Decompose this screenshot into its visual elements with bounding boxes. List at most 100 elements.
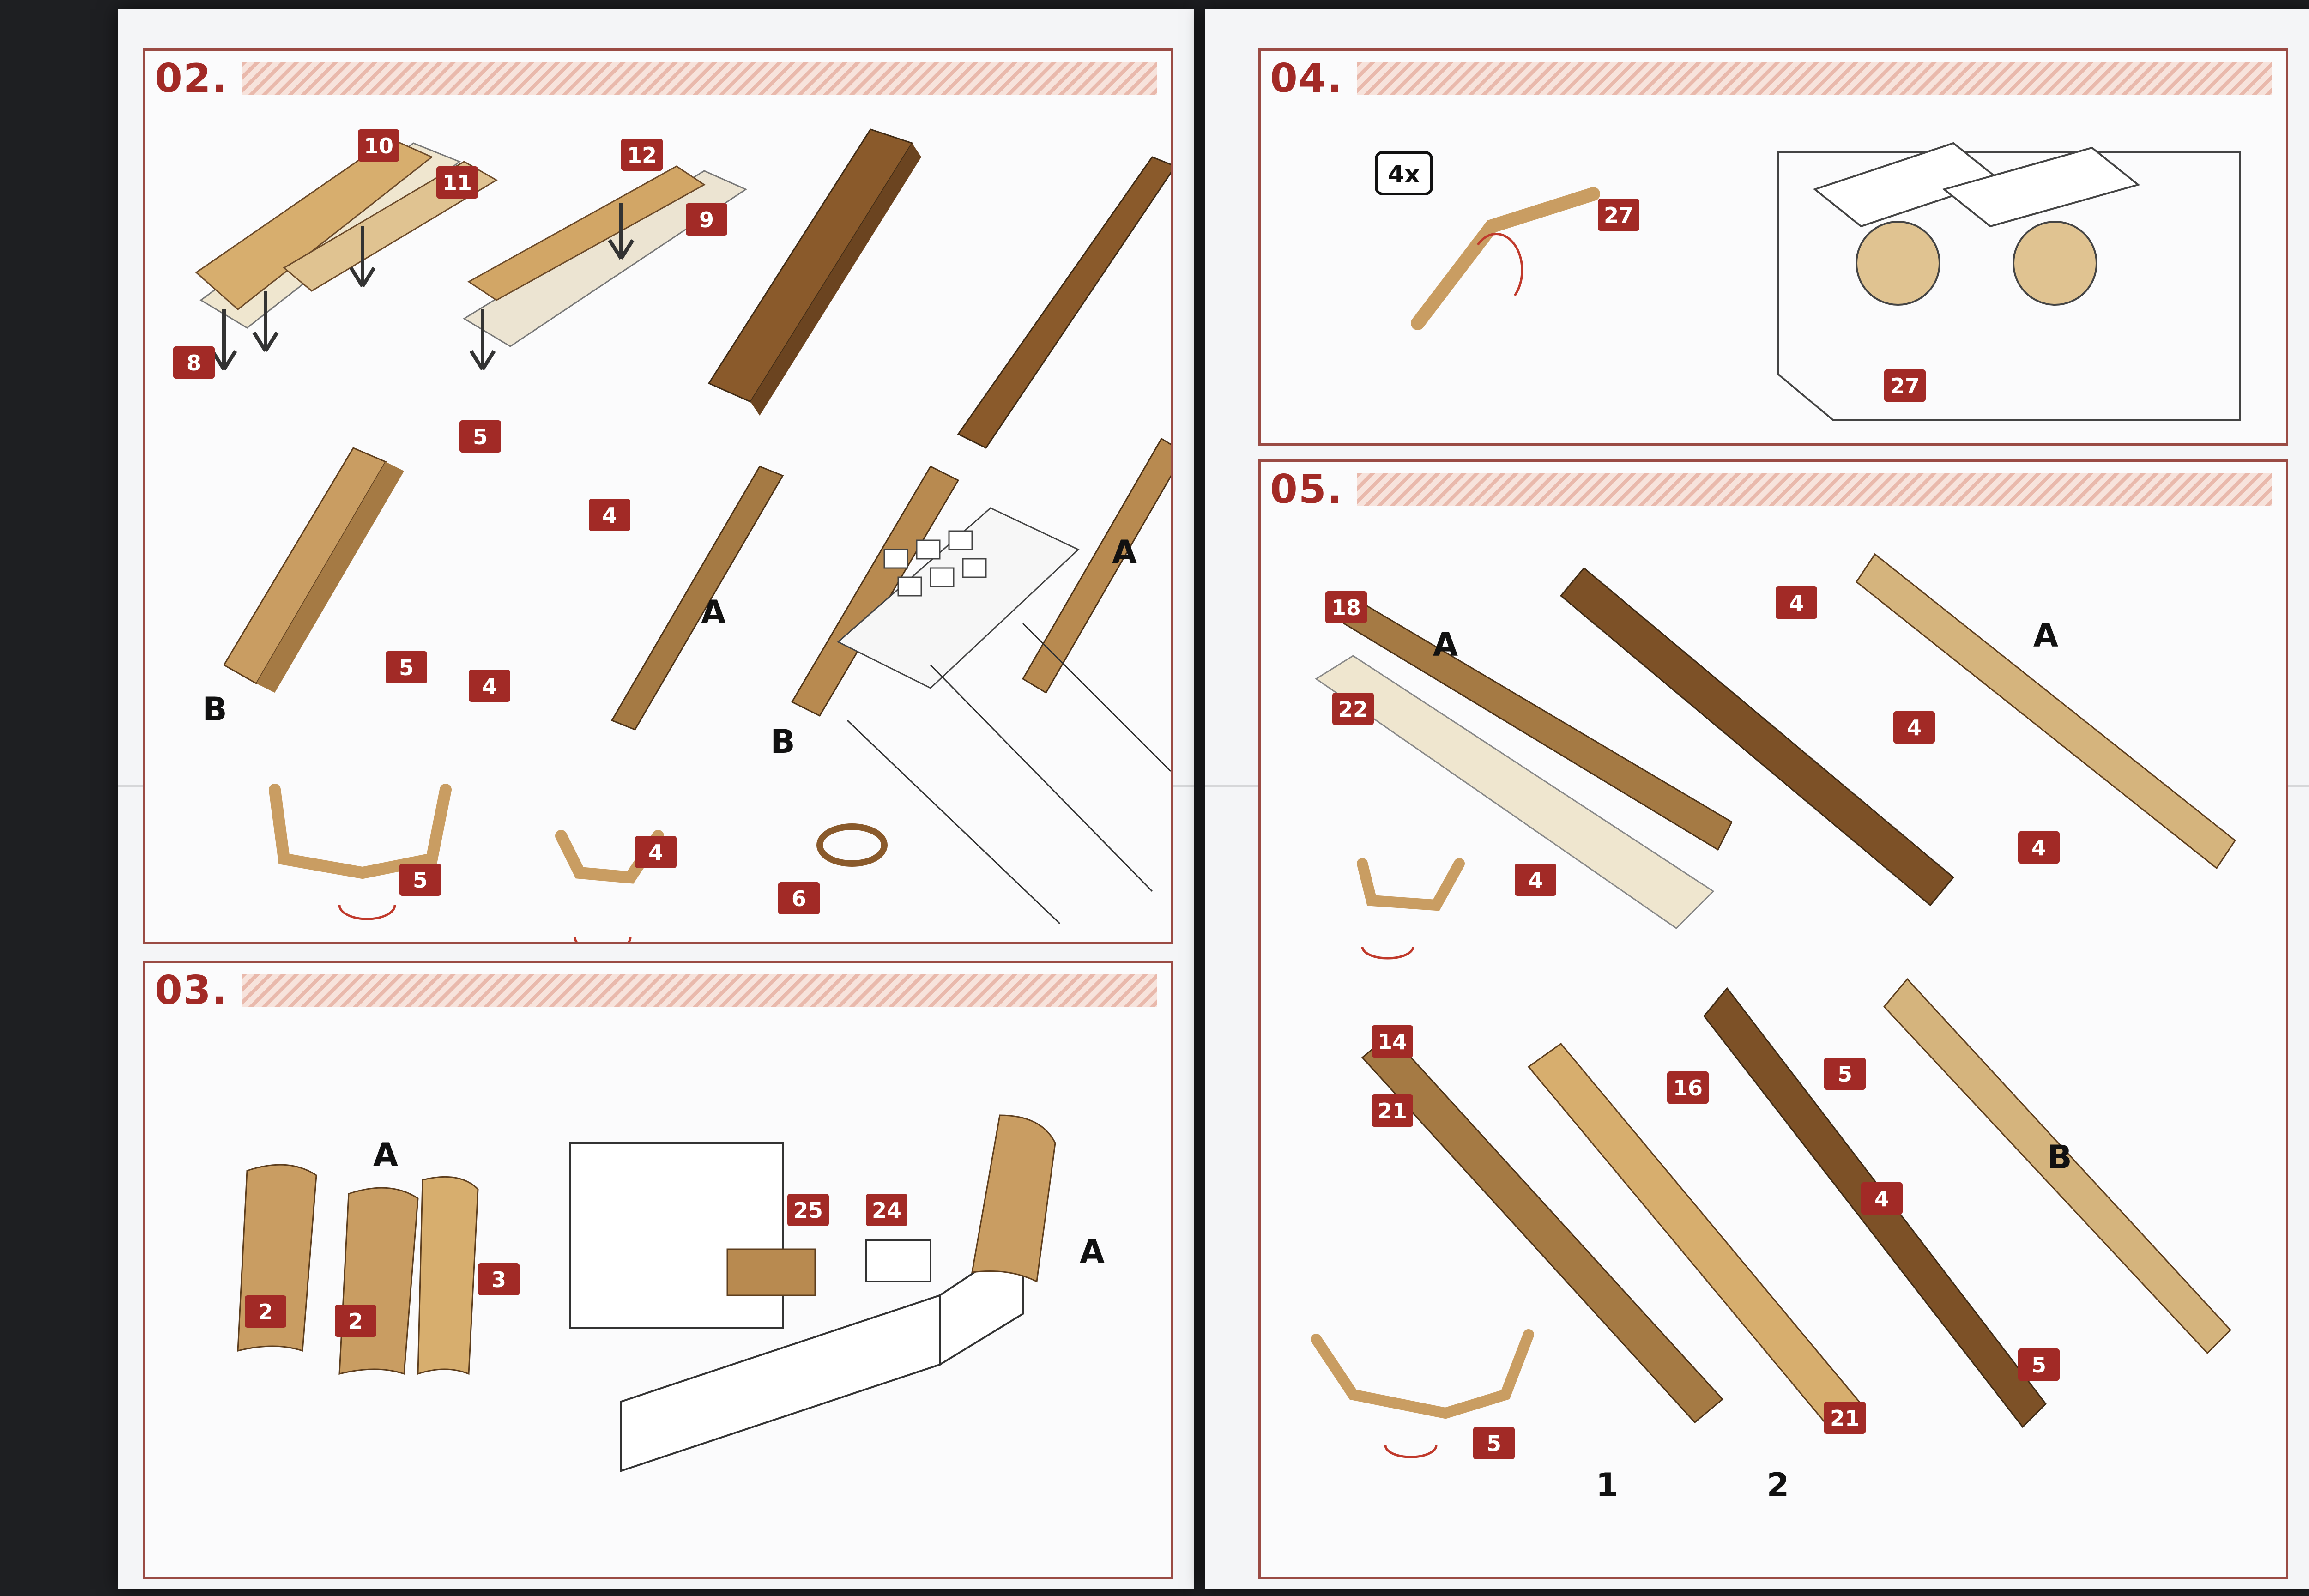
svg-text:25: 25 — [793, 1198, 823, 1223]
svg-text:5: 5 — [1838, 1062, 1852, 1087]
svg-text:21: 21 — [1378, 1099, 1407, 1124]
svg-text:5: 5 — [413, 868, 428, 893]
svg-text:8: 8 — [187, 351, 201, 375]
callout-3: 3 — [478, 1263, 520, 1295]
label-letter-b: B — [770, 723, 795, 761]
svg-text:4: 4 — [1789, 591, 1804, 616]
header-stripe — [1357, 473, 2272, 506]
label-letter-b: B — [202, 690, 227, 728]
curved-panel-top — [971, 1114, 1056, 1283]
callout-4: 4 — [469, 670, 510, 702]
callout-5: 5 — [2018, 1348, 2060, 1381]
svg-text:16: 16 — [1673, 1076, 1703, 1100]
arm-assembly-5 — [1311, 1329, 1534, 1419]
callout-4: 4 — [1861, 1182, 1903, 1215]
callout-27: 27 — [1884, 369, 1926, 402]
callout-14: 14 — [1372, 1025, 1413, 1058]
svg-text:5: 5 — [473, 424, 488, 449]
callout-4: 4 — [589, 499, 630, 531]
callout-18: 18 — [1325, 591, 1367, 623]
step-header: 03. — [145, 963, 1171, 1018]
label-letter-a: A — [373, 1136, 398, 1174]
callout-5: 5 — [459, 420, 501, 453]
callout-4: 4 — [635, 836, 677, 868]
label-number-1: 1 — [1596, 1466, 1619, 1504]
rail-dark-1 — [707, 128, 921, 416]
label-letter-a: A — [1433, 626, 1458, 664]
callout-4: 4 — [1776, 586, 1817, 619]
step-02-illustration: 10 11 12 9 8 5 4 5 4 5 4 6 A B B A — [173, 128, 1171, 942]
svg-text:21: 21 — [1830, 1406, 1860, 1431]
instruction-sheet-left: 02. — [118, 9, 1194, 1589]
arm-assembly-4 — [1357, 858, 1465, 911]
svg-text:11: 11 — [442, 170, 472, 195]
svg-text:4: 4 — [1874, 1186, 1889, 1211]
svg-text:5: 5 — [2031, 1353, 2046, 1378]
detail-panel-25 — [726, 1248, 816, 1296]
svg-text:18: 18 — [1331, 595, 1361, 620]
callout-6: 6 — [778, 882, 820, 914]
svg-text:4: 4 — [1528, 868, 1543, 893]
step-04-illustration: 4x 27 27 — [1375, 142, 2241, 421]
callout-16: 16 — [1667, 1071, 1709, 1104]
callout-10: 10 — [358, 129, 399, 162]
label-letter-a: A — [1112, 533, 1137, 571]
callout-4: 4 — [1893, 711, 1935, 744]
step-03-illustration: 2 2 3 25 24 A A — [237, 1114, 1105, 1472]
label-letter-b: B — [2047, 1138, 2072, 1176]
svg-text:4: 4 — [1907, 715, 1922, 740]
callout-21: 21 — [1824, 1402, 1866, 1434]
frame-a-left — [610, 466, 784, 731]
callout-12: 12 — [621, 139, 663, 171]
step-04-panel: 04. 4x 27 27 — [1258, 48, 2288, 446]
svg-text:9: 9 — [699, 207, 714, 232]
frame-assembled — [791, 437, 1171, 925]
beam-dark — [1559, 567, 1955, 907]
svg-text:4: 4 — [648, 840, 663, 865]
label-letter-a: A — [2033, 617, 2058, 654]
curved-panel-pair — [338, 1176, 479, 1375]
header-stripe — [1357, 62, 2272, 95]
svg-text:6: 6 — [792, 886, 806, 911]
header-stripe — [242, 974, 1157, 1007]
step-header: 04. — [1261, 51, 2286, 106]
frame-b-left — [223, 447, 404, 693]
callout-8: 8 — [173, 346, 215, 379]
step-number: 04. — [1270, 55, 1343, 102]
panel-assembly-2 — [463, 165, 748, 371]
rotate-arrow — [338, 905, 396, 920]
label-letter-a: A — [701, 593, 726, 631]
assembled-platform — [1777, 142, 2241, 421]
step-number: 02. — [155, 55, 228, 102]
svg-text:4x: 4x — [1388, 161, 1420, 188]
beam-a-right — [1855, 553, 2236, 870]
label-letter-a: A — [1080, 1233, 1105, 1271]
step-header: 05. — [1261, 462, 2286, 517]
callout-5: 5 — [1473, 1427, 1515, 1459]
step-05-panel: 05. 18 22 4 4 4 — [1258, 459, 2288, 1579]
svg-text:5: 5 — [399, 655, 414, 680]
svg-text:12: 12 — [627, 143, 657, 168]
svg-text:14: 14 — [1378, 1029, 1407, 1054]
step-header: 02. — [145, 51, 1171, 106]
step-number: 03. — [155, 967, 228, 1014]
detail-inset — [569, 1142, 784, 1329]
rotate-arrow — [1476, 233, 1523, 296]
instruction-sheet-right: 04. 4x 27 27 05. — [1205, 9, 2309, 1589]
step-05-illustration: 18 22 4 4 4 4 14 21 16 5 4 5 5 21 A A B … — [1311, 553, 2236, 1504]
multiplier-badge: 4x — [1375, 151, 1433, 195]
callout-2: 2 — [245, 1295, 286, 1328]
callout-27: 27 — [1598, 199, 1639, 231]
callout-5: 5 — [386, 651, 427, 683]
svg-text:10: 10 — [364, 133, 393, 158]
callout-5: 5 — [399, 864, 441, 896]
beam-assembly-18-22 — [1315, 599, 1733, 929]
callout-5: 5 — [1824, 1058, 1866, 1090]
callout-11: 11 — [436, 166, 478, 199]
rail-dark-2 — [957, 156, 1171, 449]
svg-text:4: 4 — [2031, 835, 2046, 860]
header-stripe — [242, 62, 1157, 95]
svg-text:2: 2 — [258, 1300, 273, 1324]
rotate-arrow — [574, 937, 632, 942]
callout-21: 21 — [1372, 1094, 1413, 1127]
